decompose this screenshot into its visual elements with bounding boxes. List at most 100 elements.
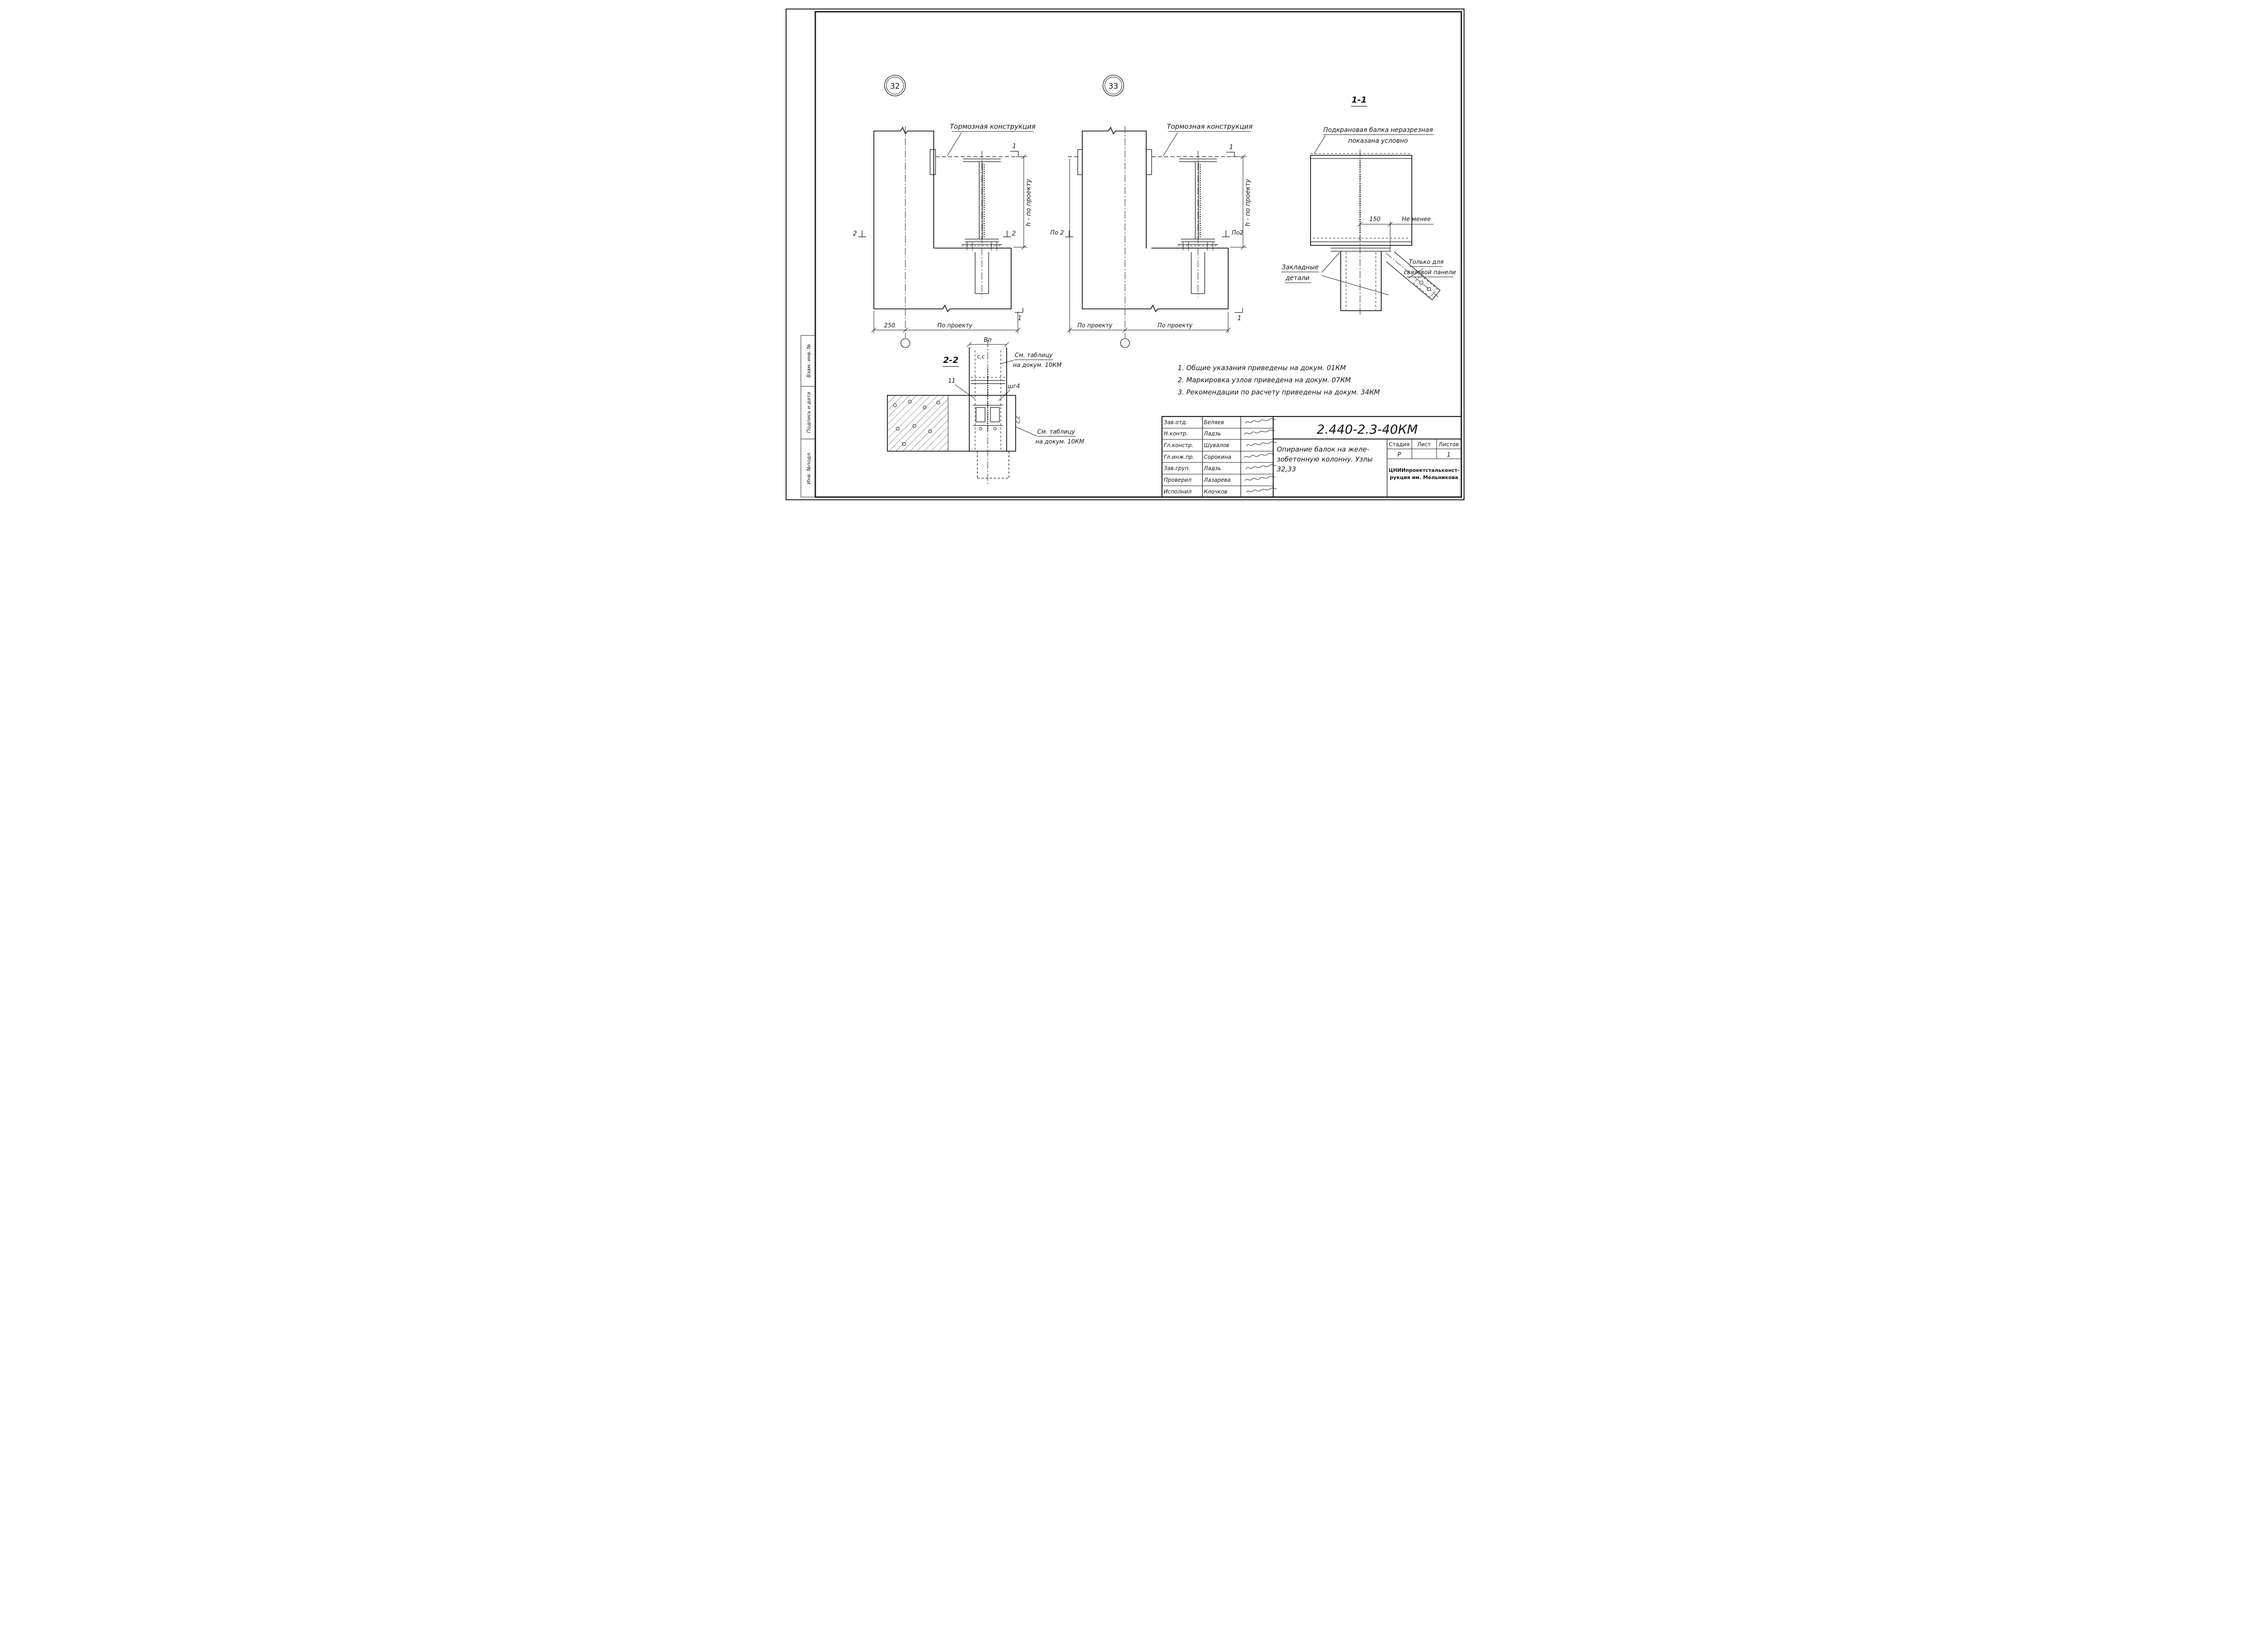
sheet-frame [786,9,1465,500]
dim-cc-bottom: с,с [1015,416,1021,423]
brace-label-leader [1408,268,1424,279]
embedded-parts-label-1: Закладные [1282,264,1319,271]
label-11: 11 [948,378,956,385]
embedded-parts-leader-2 [1321,252,1340,273]
section-1-1-title: 1-1 [1352,95,1367,105]
see-table-top-leader [1000,360,1014,364]
label-shg4-leader [998,389,1011,401]
diagonal-brace [1386,251,1441,300]
dim-po-proektu: По проекту [937,322,972,329]
not-less-label: Не менее [1402,216,1431,223]
margin-cell-vzam: Взам. инв. № [806,344,812,378]
node-32-section-marks: 1 1 2 2 [853,143,1023,322]
section-2-2-title: 2-2 [943,355,958,365]
margin-cell-inv: Инв. №подл. [806,452,812,484]
row-role: Зав.груп. [1164,465,1190,471]
signature-scribble [1244,476,1276,481]
drawing-sheet: Взам. инв. № Подпись и дата Инв. №подл. … [773,0,1478,510]
see-table-top-2: на докум. 10КМ [1013,362,1062,369]
node-32-height-dim: h - по проекту [1013,154,1032,250]
embedded-parts-label-2: детали [1285,275,1309,282]
height-dim-label: h - по проекту [1025,179,1032,226]
see-table-top-1: См. таблицу [1015,352,1053,359]
drawing-title-2: зобетонную колонну. Узлы [1277,455,1373,463]
brake-bracket-left [1077,149,1083,175]
row-role: Проверил [1164,477,1192,483]
brake-bracket [930,149,936,175]
section-2-mark-left: 2 [853,230,857,237]
node-33-number: 33 [1108,82,1118,91]
note-3: 3. Рекомендации по расчету приведены на … [1178,388,1380,396]
row-role: Н.контр. [1164,430,1188,437]
row-role: Исполнил [1164,489,1192,495]
brake-structure-label: Тормозная конструкция [1167,122,1253,131]
signature-scribble [1246,441,1277,447]
sheets-value: 1 [1447,452,1451,458]
organization-name-2: рукция им. Мельникова [1390,475,1458,480]
brace-only-label-1: Только для [1409,259,1444,266]
beam-section-detail [971,369,1009,479]
crane-beam-label-2: показана условно [1348,137,1408,145]
sheets-header: Листов [1439,441,1459,448]
plan-outline [887,340,1016,484]
brake-label-leader [1163,132,1178,156]
dim-150: 150 Не менее [1357,216,1433,252]
node-33-view: 33 Тормозная конструкция [1050,75,1252,348]
concrete-hatch [887,395,948,451]
po2-mark-right: По2 [1232,230,1243,236]
see-table-bottom-leader [1015,426,1037,436]
brake-structure-label: Тормозная конструкция [950,122,1036,131]
section-1-mark-top: 1 [1012,143,1017,150]
margin-cell-podpis: Подпись и дата [806,392,812,433]
row-role: Гл.констр. [1164,442,1193,448]
node-32-bottom-dims: 250 По проекту [871,311,1021,333]
signature-rows: Зав.отд. Беляев Н.контр. Ладзь Гл.констр… [1164,418,1277,495]
node-33-height-dim: h - по проекту [1230,154,1252,250]
row-name: Ладзь [1203,430,1221,437]
node-32-number: 32 [890,82,900,91]
dim-po-proektu-right: По проекту [1157,322,1193,329]
embedded-parts-leader [1321,275,1389,295]
section-1-mark-bottom: 1 [1018,315,1022,322]
dim-cc-top: с,с [977,353,985,360]
signature-scribble [1245,464,1277,470]
section-2-mark-right: 2 [1012,230,1016,237]
row-role: Зав.отд. [1164,419,1187,425]
title-block: Зав.отд. Беляев Н.контр. Ладзь Гл.констр… [1161,416,1462,498]
sheet-header: Лист [1417,441,1431,448]
general-notes: 1. Общие указания приведены на докум. 01… [1178,364,1380,396]
crane-beam-label-1: Подкрановая балка неразрезная [1323,127,1433,134]
see-table-bottom-1: См. таблицу [1037,429,1075,435]
node-33-beam [1177,151,1219,297]
row-name: Шувалов [1204,442,1229,448]
node-32-column-outline [873,127,1012,312]
signature-scribble [1246,488,1277,493]
row-name: Клочков [1204,489,1227,495]
axis-marker [900,338,910,348]
stage-value: Р [1397,452,1401,458]
note-2: 2. Маркировка узлов приведена на докум. … [1178,376,1351,384]
label-11-leader [954,384,976,399]
label-shg4: шг4 [1008,383,1020,390]
height-dim-label: h - по проекту [1244,179,1252,226]
row-name: Ладзь [1203,465,1221,471]
row-role: Гл.инж.пр. [1164,454,1194,460]
sheet-container: Взам. инв. № Подпись и дата Инв. №подл. … [773,0,1478,510]
stage-header: Стадия [1389,441,1410,448]
section-1-1-view: 1-1 Подкрановая балка неразрезная показа… [1281,95,1456,315]
note-1: 1. Общие указания приведены на докум. 01… [1178,364,1346,372]
node-32-beam [961,151,1003,297]
node-33-bubble [1103,75,1124,96]
signature-scribble [1243,453,1275,458]
signature-scribble [1245,418,1276,424]
crane-beam-leader [1314,135,1326,154]
dim-150-value: 150 [1370,216,1381,223]
brake-bracket-right [1146,149,1152,175]
row-name: Лазарева [1203,477,1231,483]
node-32-bubble [884,75,906,96]
node-33-column-outline [1077,127,1229,312]
section-1-mark-top: 1 [1229,144,1234,151]
lower-column-section [1340,251,1382,311]
node-33-section-marks: По 2 По2 1 1 [1050,144,1243,322]
crane-beam-elevation [1310,149,1412,315]
